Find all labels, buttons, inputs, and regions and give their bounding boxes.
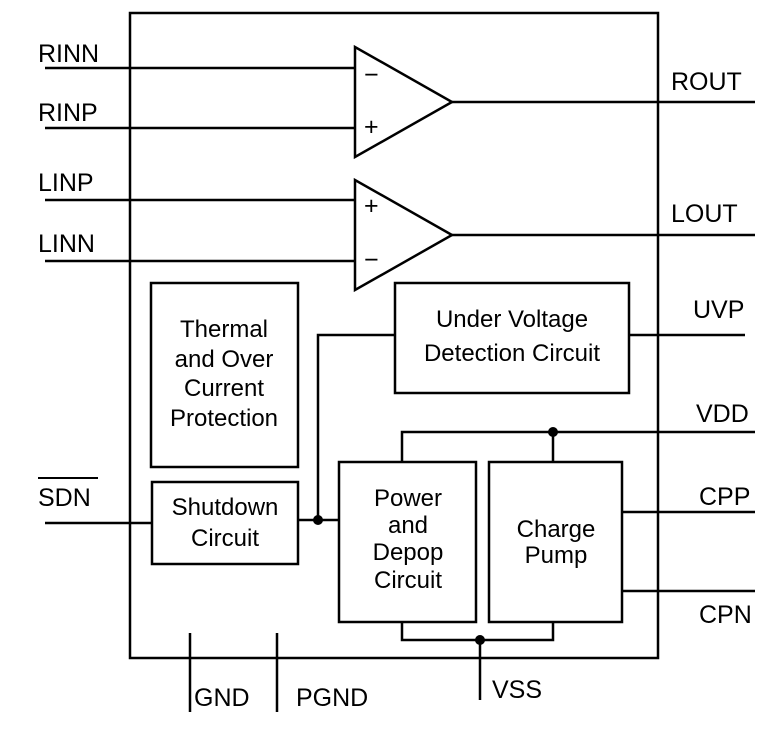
left-amp-plus-sign: + [364, 192, 379, 220]
shutdown-junction-dot [313, 515, 323, 525]
shutdown-block: Shutdown Circuit [150, 480, 300, 566]
pin-label-pgnd: PGND [296, 684, 368, 712]
uvd-feedback-net [316, 333, 395, 520]
left-amp-minus-sign: − [364, 246, 379, 274]
power-line-2: and [388, 512, 428, 539]
power-depop-block: Power and Depop Circuit [337, 460, 478, 624]
charge-pump-line-1: Charge [517, 516, 596, 543]
thermal-line-2: and Over [175, 346, 274, 373]
left-amp-triangle [353, 177, 455, 293]
pin-label-cpp: CPP [699, 483, 750, 511]
right-amp-minus-sign: − [364, 61, 379, 89]
vdd-junction-dot [548, 427, 558, 437]
pin-label-rinn: RINN [38, 40, 99, 68]
thermal-protection-block: Thermal and Over Current Protection [149, 281, 300, 469]
vss-junction-dot [475, 635, 485, 645]
pin-label-rout: ROUT [671, 68, 742, 96]
pin-label-vdd: VDD [696, 400, 749, 428]
shutdown-line-2: Circuit [191, 525, 259, 552]
right-amp-plus-sign: + [364, 113, 379, 141]
pin-label-gnd: GND [194, 684, 250, 712]
charge-pump-line-2: Pump [525, 542, 588, 569]
pin-label-rinp: RINP [38, 99, 98, 127]
power-line-1: Power [374, 485, 442, 512]
thermal-line-4: Protection [170, 405, 278, 432]
pin-label-uvp: UVP [693, 296, 744, 324]
charge-pump-block: Charge Pump [487, 460, 624, 624]
uvd-line-1: Under Voltage [436, 306, 588, 333]
pin-label-linn: LINN [38, 230, 95, 258]
power-line-3: Depop [373, 539, 444, 566]
thermal-line-3: Current [184, 375, 264, 402]
power-line-4: Circuit [374, 567, 442, 594]
thermal-line-1: Thermal [180, 316, 268, 343]
pin-label-sdn: SDN [38, 484, 91, 512]
right-amp-triangle [353, 44, 455, 160]
pin-label-vss: VSS [492, 676, 542, 704]
uvd-line-2: Detection Circuit [424, 340, 600, 367]
shutdown-line-1: Shutdown [172, 494, 279, 521]
pin-label-lout: LOUT [671, 200, 738, 228]
right-amplifier: − + [45, 44, 755, 160]
pin-label-cpn: CPN [699, 601, 752, 629]
pin-label-linp: LINP [38, 169, 94, 197]
left-amplifier: + − [45, 177, 755, 293]
under-voltage-block: Under Voltage Detection Circuit [393, 281, 631, 395]
vdd-net [400, 430, 755, 462]
